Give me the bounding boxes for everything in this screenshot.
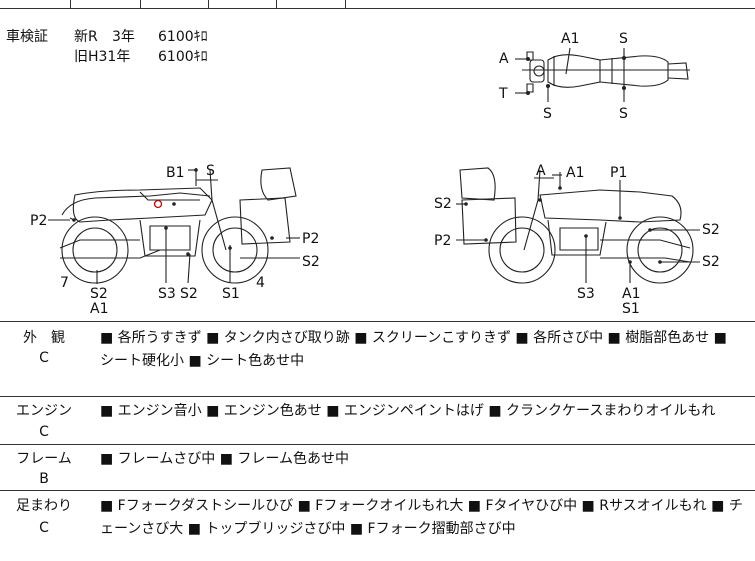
header-cell-divider: [70, 0, 71, 8]
label-top-S-left: S: [543, 106, 552, 122]
label-top-A: A: [499, 51, 509, 67]
section-exterior-grade: C: [39, 350, 49, 366]
header-cell-divider: [276, 0, 277, 8]
label-top-S-right: S: [619, 106, 628, 122]
header-cell-divider: [208, 0, 209, 8]
right-side-view-diagram: [456, 168, 700, 283]
label-right-A1: A1: [566, 165, 585, 181]
inspection-label: 車検証: [6, 29, 48, 45]
label-left-P2-right: P2: [302, 231, 320, 247]
label-right-P2-left: P2: [434, 233, 452, 249]
label-right-A: A: [536, 163, 546, 179]
section-suspension-grade: C: [39, 520, 49, 536]
label-top-A1: A1: [561, 31, 580, 47]
label-left-S2-mid: S2: [180, 286, 198, 302]
old-mileage: 6100ｷﾛ: [158, 49, 208, 65]
label-right-S2-left: S2: [434, 196, 452, 212]
section-suspension-items: ■ Fフォークダストシールひび ■ Fフォークオイルもれ大 ■ Fタイヤひび中 …: [100, 498, 743, 537]
header-cell-divider: [345, 0, 346, 8]
label-right-S2-r2: S2: [702, 254, 720, 270]
label-left-B1: B1: [166, 165, 185, 181]
header-row-divider: [0, 8, 755, 9]
left-side-view-diagram: [48, 168, 300, 284]
section-engine-grade: C: [39, 424, 49, 440]
section-suspension-name: 足まわり: [16, 498, 72, 514]
label-right-P1: P1: [610, 165, 628, 181]
section-engine-items: ■ エンジン音小 ■ エンジン色あせ ■ エンジンペイントはげ ■ クランクケー…: [100, 403, 716, 419]
section-engine-name: エンジン: [16, 403, 72, 419]
header-cell-divider: [140, 0, 141, 8]
label-left-A1-bottom: A1: [90, 301, 109, 317]
row-divider: [0, 321, 755, 322]
new-years: 3年: [112, 29, 135, 45]
section-frame-grade: B: [39, 471, 49, 487]
label-top-T: T: [499, 86, 508, 102]
label-right-A1-bottom: A1: [622, 286, 641, 302]
tank-mark-icon: [155, 201, 162, 208]
section-frame-items: ■ フレームさび中 ■ フレーム色あせ中: [100, 451, 349, 467]
section-exterior-items: ■ 各所うすきず ■ タンク内さび取り跡 ■ スクリーンこすりきず ■ 各所さび…: [100, 330, 727, 369]
motorcycle-diagram: [0, 0, 755, 330]
row-divider: [0, 490, 755, 491]
new-era: 新R: [74, 29, 98, 45]
label-left-S3: S3: [158, 286, 176, 302]
label-right-S2-r1: S2: [702, 222, 720, 238]
row-divider: [0, 444, 755, 445]
label-left-S2-bottom: S2: [90, 286, 108, 302]
old-era: 旧H31年: [74, 49, 131, 65]
section-frame-name: フレーム: [16, 451, 72, 467]
new-mileage: 6100ｷﾛ: [158, 29, 208, 45]
label-left-7: 7: [60, 275, 69, 291]
label-left-4: 4: [256, 275, 265, 291]
label-left-P2-left: P2: [30, 213, 48, 229]
label-right-S1: S1: [622, 301, 640, 317]
label-left-S1: S1: [222, 286, 240, 302]
label-left-S-top: S: [206, 163, 215, 179]
label-right-S3: S3: [577, 286, 595, 302]
label-left-S2-right: S2: [302, 254, 320, 270]
section-exterior-name: 外 観: [23, 330, 65, 346]
top-view-diagram: [515, 48, 690, 102]
label-top-S-top: S: [619, 31, 628, 47]
row-divider: [0, 396, 755, 397]
